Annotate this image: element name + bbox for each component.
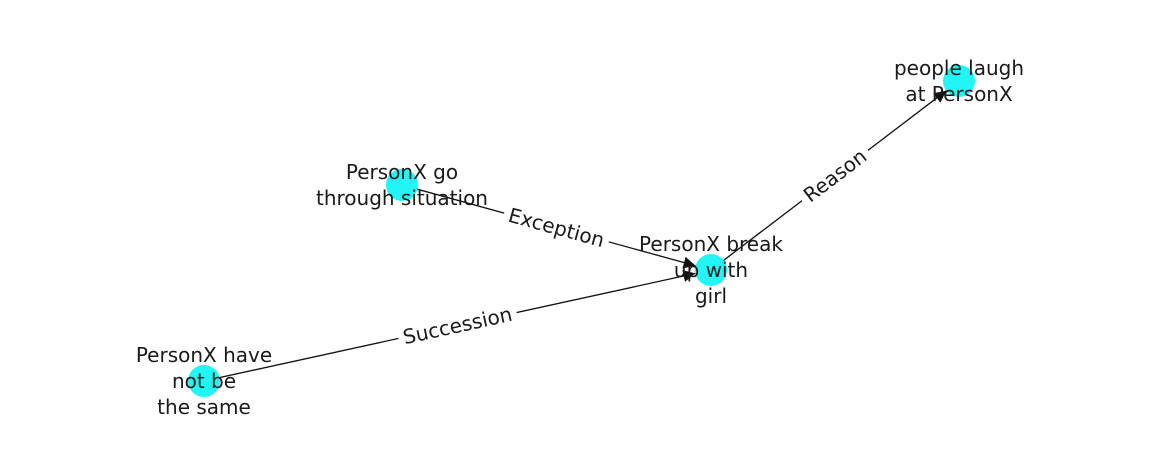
node-circle [695,254,727,286]
edge-label-group: Exception [500,199,613,256]
edge-label-succession: Succession [401,302,515,349]
node-label-line: PersonX have [136,343,272,367]
node-circle [943,65,975,97]
edge-label-reason: Reason [799,144,872,207]
node-label-line: through situation [316,186,488,210]
node-label-line: the same [157,395,251,419]
node-label-line: people laugh [894,56,1024,80]
node-circle [386,169,418,201]
edge-label-background [500,199,613,256]
node-label-line: PersonX go [346,160,458,184]
node-label-line: girl [695,284,727,308]
nodes-layer [188,65,975,397]
node-label-line: PersonX break [639,232,783,256]
edge-label-background [395,298,520,353]
edge-label-background [793,139,877,212]
node-label-line: at PersonX [905,82,1013,106]
edge-label-group: Reason [793,139,877,212]
node-label-line: not be [172,369,236,393]
node-circle [188,365,220,397]
edge-label-exception: Exception [506,203,607,252]
node-label-line: up with [674,258,748,282]
edge-label-group: Succession [395,298,520,353]
